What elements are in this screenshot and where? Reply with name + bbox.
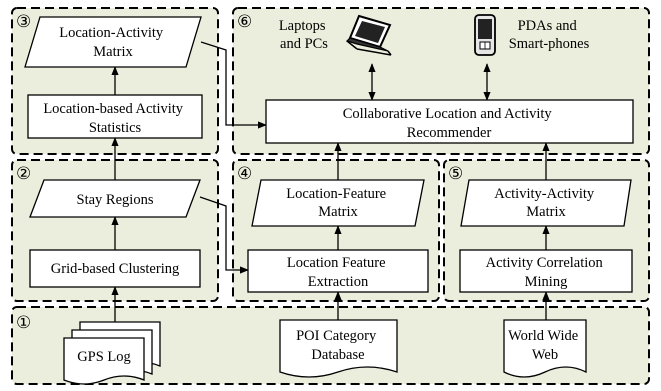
node-activity-activity-matrix: Activity-Activity Matrix	[460, 179, 632, 227]
panel-2-number: ②	[16, 164, 31, 183]
node-correlation-mining-line2: Mining	[525, 274, 568, 290]
laptop-icon	[345, 14, 392, 56]
panel-6-number: ⑥	[237, 12, 252, 31]
node-activity-correlation-mining: Activity Correlation Mining	[459, 249, 633, 293]
laptops-label: Laptops and PCs	[279, 18, 329, 52]
panel-4-number: ④	[237, 164, 252, 183]
svg-text:POI Category Database: POI Category Database	[296, 328, 380, 363]
panel-3-number: ③	[16, 12, 31, 31]
node-statistics-line2: Statistics	[89, 120, 142, 136]
node-gps-log-label: GPS Log	[77, 349, 131, 365]
node-location-activity-matrix-line1: Location-Activity	[59, 25, 164, 41]
svg-text:Location Feature Extract: Location Feature Extraction	[287, 255, 389, 290]
node-recommender: Collaborative Location and Activity Reco…	[265, 99, 634, 144]
node-www-line2: Web	[532, 347, 558, 363]
svg-text:Activity-Activity Matrix: Activity-Activity Matrix	[494, 186, 598, 220]
node-feature-extraction-line2: Extraction	[308, 274, 369, 290]
svg-text:Collaborative Location and Act: Collaborative Location and Activity Reco…	[343, 106, 556, 141]
arrow-matrix-to-recommender	[200, 41, 267, 129]
node-stay-regions: Stay Regions	[29, 179, 201, 218]
panel-5-number: ⑤	[448, 164, 463, 183]
pdas-label-line2: Smart-phones	[509, 36, 590, 52]
arrow-stay-regions-to-feature-extraction	[199, 196, 249, 274]
node-feature-extraction-line1: Location Feature	[287, 255, 386, 271]
node-statistics-line1: Location-based Activity	[43, 101, 183, 117]
svg-text:Location-based Activity: Location-based Activity Statistics	[43, 101, 186, 136]
node-recommender-line2: Recommender	[407, 125, 492, 141]
panel-1-number: ①	[16, 313, 31, 332]
node-grid-based-clustering-label: Grid-based Clustering	[51, 261, 179, 277]
svg-text:Location-Feature Matrix: Location-Feature Matrix	[286, 186, 389, 220]
smartphone-icon	[474, 14, 496, 56]
node-location-activity-matrix: Location-Activity Matrix	[24, 16, 202, 68]
node-poi-category-database: POI Category Database	[279, 319, 398, 378]
node-grid-based-clustering: Grid-based Clustering	[29, 249, 201, 288]
node-location-feature-matrix-line2: Matrix	[318, 204, 358, 220]
node-location-activity-matrix-line2: Matrix	[93, 44, 133, 60]
node-location-feature-matrix-line1: Location-Feature	[286, 186, 386, 202]
node-location-feature-matrix: Location-Feature Matrix	[251, 179, 425, 227]
node-world-wide-web: World Wide Web	[503, 319, 587, 378]
node-activity-activity-matrix-line1: Activity-Activity	[494, 186, 595, 202]
node-location-based-activity-statistics: Location-based Activity Statistics	[27, 94, 203, 139]
laptops-label-line1: Laptops	[279, 18, 326, 34]
node-activity-activity-matrix-line2: Matrix	[526, 204, 566, 220]
node-correlation-mining-line1: Activity Correlation	[486, 255, 604, 271]
laptops-label-line2: and PCs	[280, 36, 328, 52]
node-www-line1: World Wide	[508, 328, 578, 344]
node-gps-log: GPS Log	[63, 321, 161, 385]
pdas-label: PDAs and Smart-phones	[509, 18, 590, 52]
node-location-feature-extraction: Location Feature Extraction	[247, 249, 429, 293]
pdas-label-line1: PDAs and	[518, 18, 578, 34]
node-poi-line2: Database	[311, 347, 364, 363]
svg-text:Activity Correlation Min: Activity Correlation Mining	[486, 255, 607, 290]
svg-text:World Wide Web: World Wide Web	[508, 328, 582, 363]
node-stay-regions-label: Stay Regions	[77, 192, 154, 208]
node-poi-line1: POI Category	[296, 328, 377, 344]
svg-text:Location-Activity Matrix: Location-Activity Matrix	[59, 25, 167, 60]
node-recommender-line1: Collaborative Location and Activity	[343, 106, 553, 122]
